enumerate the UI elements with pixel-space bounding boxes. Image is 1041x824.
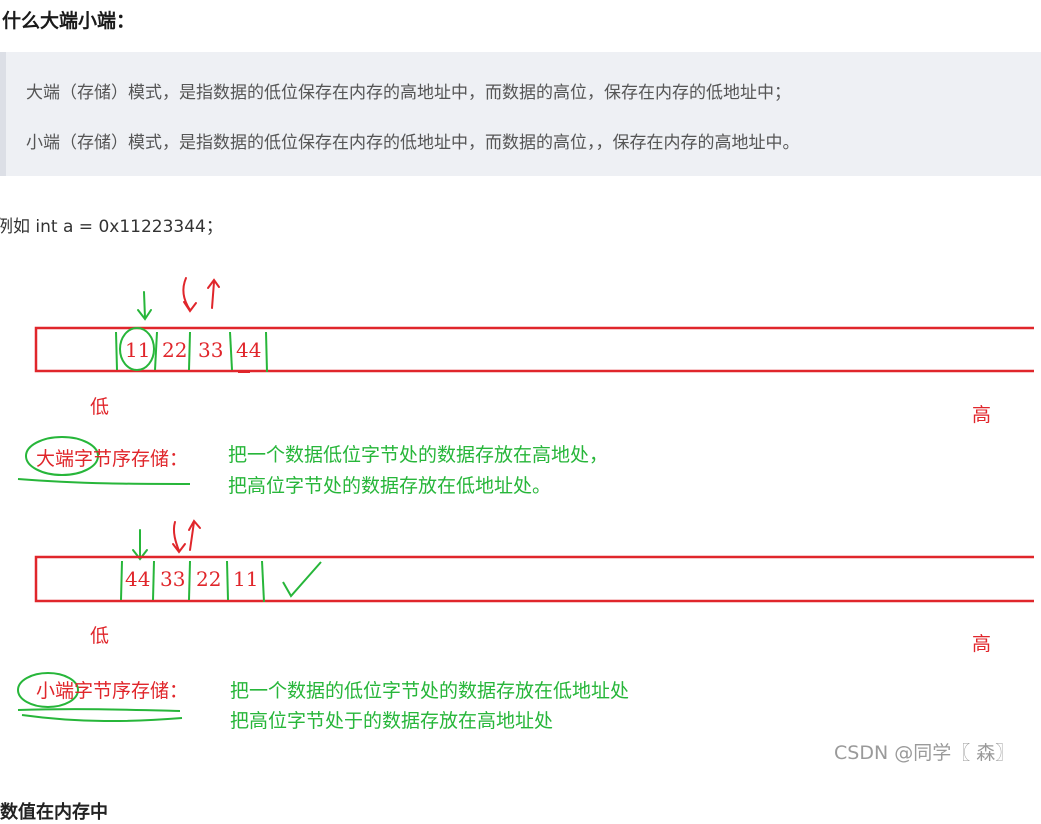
high-address-label: 高: [972, 633, 991, 655]
byte-cell: 11: [233, 567, 258, 591]
memory-bar-bottom: [34, 555, 1034, 603]
circle-mark-icon: [17, 672, 79, 708]
big-endian-definition: 大端（存储）模式，是指数据的低位保存在内存的高地址中，而数据的高位，保存在内存的…: [26, 83, 791, 103]
byte-cell: 22: [196, 567, 221, 591]
little-endian-figure: 44 33 22 11 低 高 小端字节序存储： 把一个数据的低位字节处的数据存…: [17, 519, 1034, 730]
definition-blockquote: 大端（存储）模式，是指数据的低位保存在内存的高地址中，而数据的高位，保存在内存的…: [0, 52, 1041, 176]
example-text: 例如 int a = 0x11223344；: [0, 217, 223, 237]
red-swap-arrows-icon: [172, 519, 201, 554]
byte-separators-top: [115, 331, 268, 373]
byte-cell: 44: [125, 567, 150, 591]
big-endian-title: 大端字节序存储：: [36, 448, 188, 470]
byte-cell: 33: [198, 338, 223, 362]
memory-bar-top: [34, 326, 1034, 373]
little-endian-desc-2: 把高位字节处于的数据存放在高地址处: [230, 710, 553, 730]
little-endian-title: 小端字节序存储：: [36, 680, 188, 702]
little-endian-desc-1: 把一个数据的低位字节处的数据存放在低地址处: [230, 680, 629, 702]
byte-separators-bottom: [120, 560, 265, 603]
byte-cell: 22: [162, 338, 187, 362]
circle-mark-icon: [119, 327, 155, 371]
green-down-arrow-icon: [137, 291, 152, 321]
endianness-diagram: 11 22 33 44 低 高 大端字节序存储： 把一个数据低位字节处的数据存放…: [17, 277, 1034, 730]
circle-mark-icon: [25, 436, 99, 476]
little-endian-definition: 小端（存储）模式，是指数据的低位保存在内存的低地址中，而数据的高位，，保存在内存…: [26, 133, 800, 153]
byte-cell: 33: [160, 567, 185, 591]
section-heading: 什么大端小端：: [2, 10, 136, 32]
big-endian-desc-1: 把一个数据低位字节处的数据存放在高地处，: [228, 444, 608, 466]
csdn-watermark: CSDN @同学〖 森〗: [834, 742, 1015, 764]
check-mark-icon: [282, 561, 322, 598]
underline-mark: [17, 708, 183, 723]
green-down-arrow-icon: [132, 529, 148, 561]
low-address-label: 低: [90, 625, 109, 647]
big-endian-figure: 11 22 33 44 低 高 大端字节序存储： 把一个数据低位字节处的数据存放…: [17, 277, 1034, 497]
next-section-heading: 数值在内存中: [0, 802, 108, 823]
byte-cell: 11: [125, 338, 150, 362]
underline-mark: [17, 478, 191, 485]
low-address-label: 低: [90, 396, 109, 418]
byte-cell: 44: [236, 338, 261, 362]
red-swap-arrows-icon: [182, 277, 220, 313]
high-address-label: 高: [972, 404, 991, 426]
big-endian-desc-2: 把高位字节处的数据存放在低地址处。: [228, 475, 551, 497]
